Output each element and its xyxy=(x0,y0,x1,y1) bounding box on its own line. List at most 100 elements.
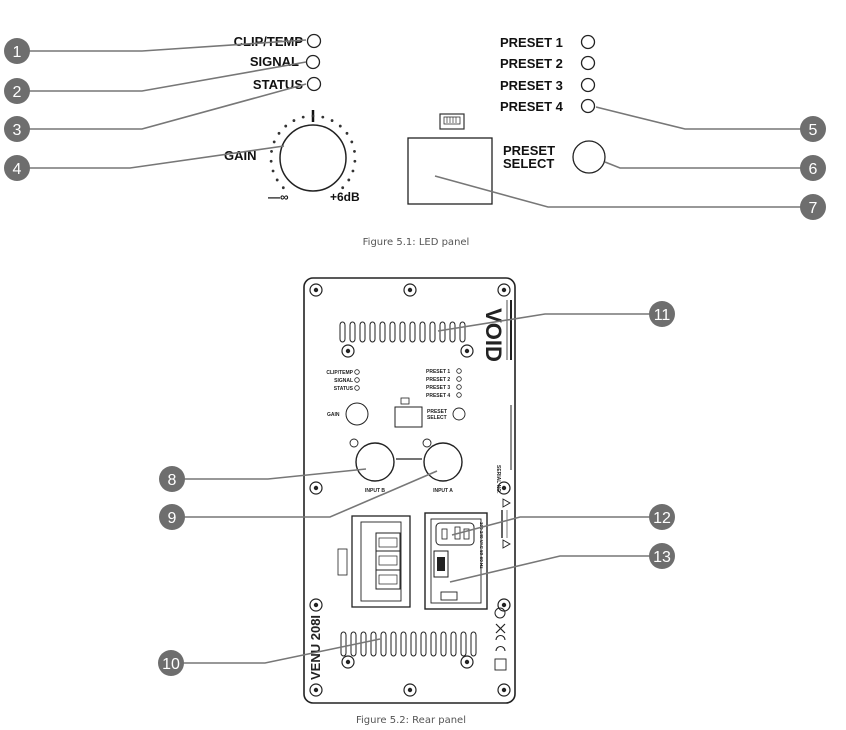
preset-2-led xyxy=(580,55,596,71)
mini-led-panel: CLIP/TEMP SIGNAL STATUS PRESET 1 PRESET … xyxy=(326,368,466,428)
gain-scale-dot xyxy=(270,150,273,153)
callout-badge-1: 1 xyxy=(4,38,30,64)
signal-label: SIGNAL xyxy=(250,54,299,69)
mini-preset-1-label: PRESET 1 xyxy=(426,369,450,375)
mains-rating-label: 100-240 VAC 50-60 Hz xyxy=(479,522,484,569)
vent-slot xyxy=(419,321,426,343)
input-a-label: INPUT A xyxy=(433,488,453,494)
mini-preset-4-label: PRESET 4 xyxy=(426,393,450,399)
gain-scale-dot xyxy=(292,119,296,122)
void-logo-text: VOID xyxy=(481,308,506,362)
rear-panel-callout-lines xyxy=(171,313,662,664)
vent-slot xyxy=(369,321,376,343)
preset-3-led xyxy=(580,77,596,93)
mini-preset-select-2: SELECT xyxy=(427,415,447,421)
callout-number-4: 4 xyxy=(13,161,22,178)
screw-icon xyxy=(497,683,511,697)
input-a-connector xyxy=(422,438,463,482)
gain-knob xyxy=(269,110,357,192)
gain-scale-dot xyxy=(269,159,273,163)
preset-1-led xyxy=(580,34,596,50)
screw-icon xyxy=(341,655,355,669)
callout-number-10: 10 xyxy=(162,656,180,673)
screw-center xyxy=(407,287,413,293)
callout-badge-2: 2 xyxy=(4,78,30,104)
screw-center xyxy=(313,287,319,293)
preset-4-led xyxy=(580,98,596,114)
callout-badges: 1 2 3 4 5 6 7 8 9 10 11 12 13 xyxy=(4,38,826,676)
callout-badge-13: 13 xyxy=(649,543,675,569)
figure-5-2-caption: Figure 5.2: Rear panel xyxy=(356,715,466,726)
callout-number-2: 2 xyxy=(13,84,22,101)
gain-scale-dot xyxy=(330,119,334,122)
vent-slot xyxy=(360,631,367,657)
callout-number-1: 1 xyxy=(13,44,22,61)
warning-triangle-icon xyxy=(502,498,511,549)
callout-badge-4: 4 xyxy=(4,155,30,181)
mini-ethernet-icon xyxy=(400,397,410,405)
gain-scale-dot xyxy=(353,159,357,163)
vent-slot xyxy=(349,321,356,343)
preset-4-label: PRESET 4 xyxy=(500,99,564,114)
mains-inlet xyxy=(424,512,488,610)
gain-scale-dot xyxy=(271,169,275,173)
mini-display-window xyxy=(394,406,423,428)
mini-status-label: STATUS xyxy=(334,386,354,392)
led-panel-callout-lines xyxy=(22,39,812,208)
gain-scale-dot xyxy=(284,124,288,128)
vent-slot xyxy=(379,321,386,343)
vent-slot xyxy=(339,321,346,343)
mini-preset-3-label: PRESET 3 xyxy=(426,385,450,391)
gain-scale-dot xyxy=(353,150,356,153)
screw-center xyxy=(345,348,351,354)
vent-slot xyxy=(420,631,427,657)
gain-scale-dot xyxy=(350,140,354,144)
screw-center xyxy=(501,485,507,491)
clip-temp-led xyxy=(306,33,322,49)
screw-center xyxy=(464,348,470,354)
screw-center xyxy=(501,687,507,693)
mini-gain-knob xyxy=(345,402,369,426)
gain-scale-dot xyxy=(277,131,281,135)
screw-icon xyxy=(460,655,474,669)
callout-number-12: 12 xyxy=(653,510,671,527)
vent-slot xyxy=(390,631,397,657)
status-led xyxy=(306,76,322,92)
model-label: VENU 208I xyxy=(308,615,323,680)
callout-number-11: 11 xyxy=(654,307,671,324)
screw-icon xyxy=(309,683,323,697)
gain-scale-dot xyxy=(338,124,342,128)
callout-number-8: 8 xyxy=(168,472,177,489)
preset-select-button xyxy=(572,140,606,174)
screw-center xyxy=(464,659,470,665)
gain-scale-dot xyxy=(301,115,305,119)
serial-label: SERIAL NO. xyxy=(495,465,501,494)
mini-gain-label: GAIN xyxy=(327,412,340,418)
screw-icon xyxy=(309,283,323,297)
vent-slot xyxy=(449,321,456,343)
preset-select-label-line1: PRESET xyxy=(503,143,555,158)
callout-number-6: 6 xyxy=(809,161,818,178)
top-vent xyxy=(339,321,466,343)
vent-slot xyxy=(380,631,387,657)
gain-scale-dot xyxy=(275,178,279,182)
gain-max-label: +6dB xyxy=(330,190,360,204)
preset-1-label: PRESET 1 xyxy=(500,35,563,50)
input-b-label: INPUT B xyxy=(365,488,385,494)
gain-scale-dot xyxy=(351,169,355,173)
gain-scale-dot xyxy=(345,131,349,135)
screw-icon xyxy=(309,598,323,612)
callout-badge-8: 8 xyxy=(159,466,185,492)
vent-slot xyxy=(450,631,457,657)
screw-center xyxy=(313,602,319,608)
display-window xyxy=(407,137,493,205)
mini-preset-select-button xyxy=(452,407,466,421)
preset-select-label-line2: SELECT xyxy=(503,156,554,171)
compliance-marks-icon xyxy=(494,607,507,671)
screw-icon xyxy=(403,283,417,297)
screw-icon xyxy=(341,344,355,358)
brand-logo: VOID xyxy=(481,308,506,362)
callout-number-7: 7 xyxy=(809,200,818,217)
gain-scale-dot xyxy=(341,186,345,190)
callout-number-3: 3 xyxy=(13,122,22,139)
